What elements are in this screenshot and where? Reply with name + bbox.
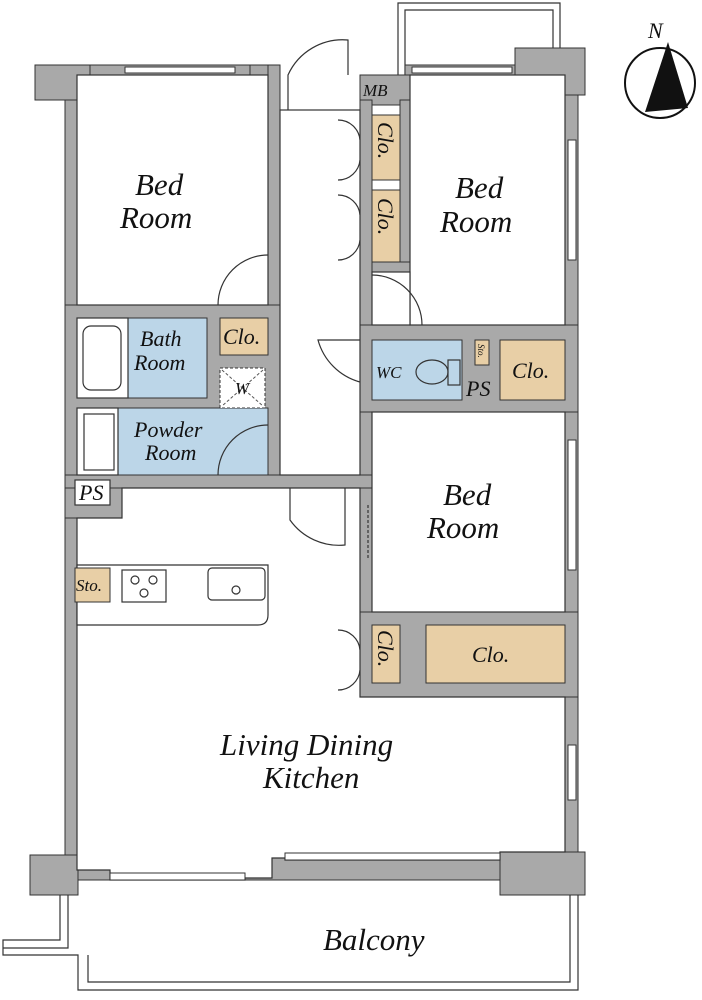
- closet-ldk: [371, 624, 401, 684]
- mb-label: MB: [362, 81, 388, 100]
- ldk-label-1: Living Dining: [219, 727, 393, 762]
- compass-label: N: [647, 18, 664, 43]
- labels: Bed Room Bed Room Bed Room Bath Room Pow…: [76, 81, 549, 957]
- wc-room: [371, 339, 463, 401]
- bed2-label-1: Bed: [455, 170, 504, 205]
- powder-label-1: Powder: [133, 417, 203, 442]
- closet-corr-2: [371, 189, 401, 263]
- clo-ldk-label: Clo.: [373, 630, 398, 667]
- balcony-outline: [2, 895, 579, 991]
- bedroom-2: [409, 74, 566, 326]
- closet-bed2: [499, 339, 566, 401]
- bed1-label-1: Bed: [135, 167, 184, 202]
- kitchen-sink: [207, 567, 266, 601]
- bathtub: [76, 317, 129, 399]
- sto-kitchen-label: Sto.: [76, 576, 102, 595]
- washer-label: W: [235, 379, 251, 398]
- closet-bath: [219, 317, 269, 356]
- compass: N: [624, 18, 696, 119]
- balcony-label: Balcony: [323, 922, 425, 957]
- rooms: [74, 74, 566, 881]
- ps-left: [74, 479, 111, 506]
- bed3-label-2: Room: [426, 510, 499, 545]
- north-arrow-icon: [645, 42, 688, 112]
- powder-label-2: Room: [144, 440, 196, 465]
- clo-bed2-label: Clo.: [512, 358, 549, 383]
- ps-right-label: PS: [465, 376, 490, 401]
- clo-bath-label: Clo.: [223, 324, 260, 349]
- closet-bed3: [425, 624, 566, 684]
- bath-label-1: Bath: [140, 326, 182, 351]
- corridor: [279, 109, 361, 476]
- sto-right-label: Sto.: [476, 344, 486, 358]
- top-outline: [397, 2, 561, 75]
- kitchen-counter: [76, 564, 269, 626]
- sto-right: [474, 339, 490, 366]
- ldk-label-2: Kitchen: [262, 760, 359, 795]
- clo-corr2-label: Clo.: [373, 198, 398, 235]
- hall-2: [371, 271, 411, 326]
- bath-room: [127, 317, 208, 399]
- bed2-label-2: Room: [439, 204, 512, 239]
- clo-bed3-label: Clo.: [472, 642, 509, 667]
- clo-corr1-label: Clo.: [373, 122, 398, 159]
- washbasin: [76, 407, 119, 476]
- sto-kitchen: [74, 567, 111, 603]
- powder-room: [117, 407, 269, 476]
- bed3-label-1: Bed: [443, 477, 492, 512]
- ps-left-label: PS: [78, 480, 103, 505]
- windows-doors: [109, 39, 577, 881]
- bedroom-3: [371, 411, 566, 613]
- stove: [121, 569, 167, 603]
- wc-label: WC: [376, 363, 402, 382]
- bath-label-2: Room: [133, 350, 185, 375]
- closet-corr-1: [371, 114, 401, 181]
- bed1-label-2: Room: [119, 200, 192, 235]
